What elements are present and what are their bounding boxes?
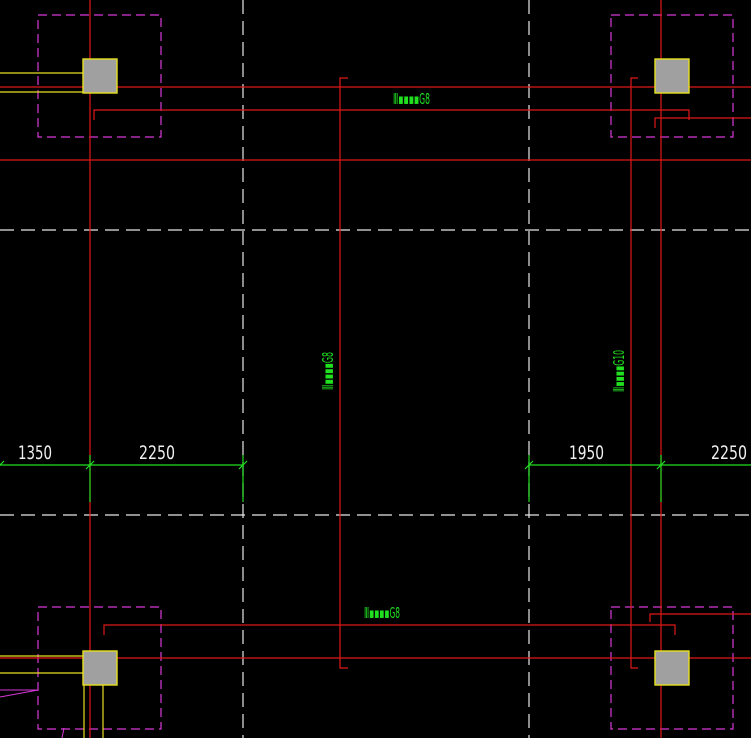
- dimension-tick-1: [85, 460, 95, 470]
- dimension-tick-5: [0, 460, 5, 466]
- dimension-lines: [0, 455, 751, 502]
- column-boundaries: [37, 14, 734, 730]
- beam-bottom-right-leader: [649, 613, 751, 622]
- dimension-text-left-1: 1350: [18, 442, 52, 464]
- annotation-mid-right-beam[interactable]: Ⅲ▪▪▪▪G10: [610, 350, 628, 392]
- column-top-right[interactable]: [654, 58, 690, 94]
- dimension-text-right-1: 1950: [569, 442, 604, 464]
- dimension-text-right-2: 2250: [711, 442, 747, 464]
- column-bottom-left[interactable]: [82, 650, 118, 686]
- beam-mid-right: [630, 77, 638, 669]
- beam-top-right-leader: [654, 117, 751, 128]
- wall-lines: [0, 72, 104, 738]
- dimension-tick-3: [524, 460, 534, 470]
- misc-line-3: [61, 727, 65, 738]
- dimension-tick-4: [656, 460, 666, 470]
- beam-bottom-leader: [103, 624, 676, 635]
- column-top-left[interactable]: [82, 58, 118, 94]
- column-boundary-bottom-left: [37, 606, 162, 730]
- column-boundary-bottom-right: [610, 606, 734, 730]
- column-boundary-top-left: [37, 14, 162, 138]
- dimension-text-left-2: 2250: [139, 442, 175, 464]
- annotation-top-beam[interactable]: Ⅲ▪▪▪▪G8: [393, 90, 430, 108]
- beam-mid-left: [339, 77, 348, 669]
- column-boundary-top-right: [610, 14, 734, 138]
- annotation-bottom-beam[interactable]: Ⅲ▪▪▪▪G8: [364, 604, 400, 622]
- beam-top-leader: [93, 109, 690, 120]
- dimension-tick-2: [238, 460, 248, 470]
- misc-magenta-lines: [0, 689, 65, 738]
- misc-line-2: [0, 689, 39, 698]
- dimension-texts: 1350 2250 1950 2250: [18, 442, 747, 464]
- column-bottom-right[interactable]: [654, 650, 690, 686]
- annotation-mid-left-beam[interactable]: Ⅲ▪▪▪▪G8: [319, 352, 337, 390]
- beam-annotations: Ⅲ▪▪▪▪G8 Ⅲ▪▪▪▪G8 Ⅲ▪▪▪▪G8 Ⅲ▪▪▪▪G10: [319, 90, 628, 622]
- columns: [82, 58, 690, 686]
